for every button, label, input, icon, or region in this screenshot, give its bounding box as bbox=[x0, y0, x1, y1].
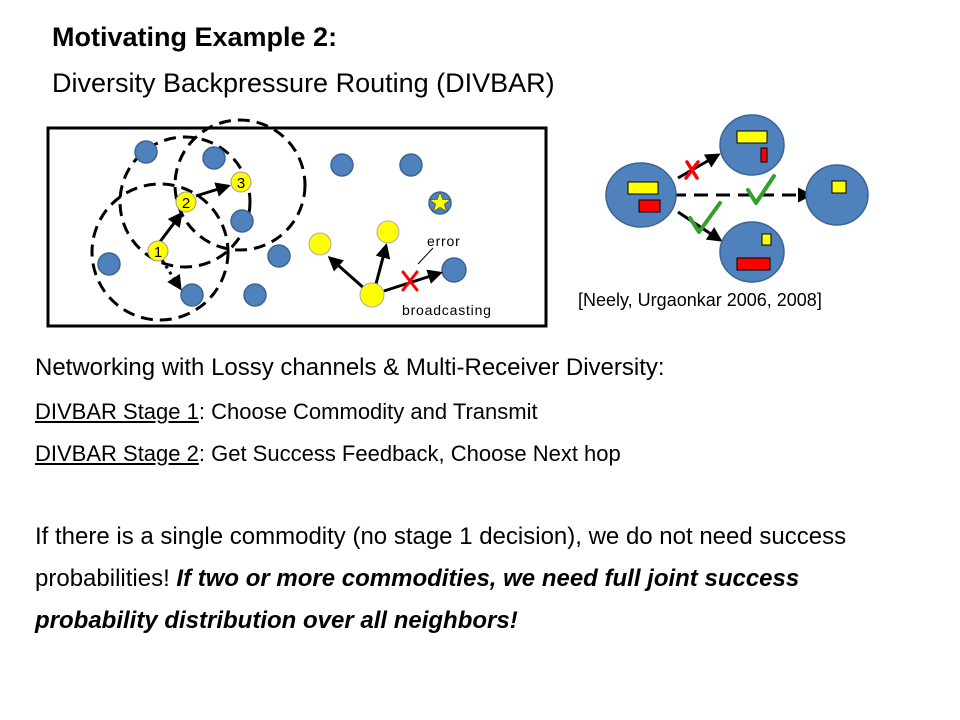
queue-commodity-b bbox=[736, 257, 771, 271]
network-node bbox=[267, 244, 291, 268]
range-circle-3 bbox=[173, 118, 307, 252]
broadcast-arrow bbox=[374, 243, 391, 285]
receiver-node-right bbox=[805, 164, 869, 226]
receiver-node bbox=[376, 220, 400, 244]
node-label: 3 bbox=[237, 175, 245, 192]
diagram-frame bbox=[46, 126, 548, 328]
check-icon bbox=[746, 174, 776, 205]
routing-diagrams: 1 2 3 error broadcasting bbox=[46, 114, 869, 328]
route-arrow bbox=[157, 211, 183, 244]
node-label: 2 bbox=[182, 195, 190, 212]
queue-commodity-a bbox=[736, 130, 768, 144]
conclusion-paragraph: If there is a single commodity (no stage… bbox=[35, 516, 915, 642]
transmit-arrow bbox=[677, 210, 723, 242]
paragraph-emphasis-text: If two or more commodities, we need full… bbox=[35, 565, 800, 634]
route-arrow bbox=[195, 182, 231, 198]
citation: [Neely, Urgaonkar 2006, 2008] bbox=[578, 290, 822, 310]
stage-1-line: DIVBAR Stage 1: Choose Commodity and Tra… bbox=[35, 399, 538, 425]
queue-commodity-a bbox=[627, 181, 659, 195]
queue-commodity-b bbox=[638, 199, 661, 213]
stage-2-text: : Get Success Feedback, Choose Next hop bbox=[198, 441, 621, 466]
network-node bbox=[243, 283, 267, 307]
broadcast-arrow bbox=[327, 256, 367, 292]
broadcasting-label: broadcasting bbox=[402, 302, 492, 318]
stage-2-label: DIVBAR Stage 2 bbox=[35, 441, 199, 466]
error-x-icon bbox=[401, 270, 419, 292]
receiver-node-top bbox=[719, 114, 785, 176]
queue-commodity-b bbox=[760, 147, 768, 163]
left-network-diagram: 1 2 3 error broadcasting bbox=[46, 118, 548, 328]
error-label: error bbox=[427, 233, 461, 249]
range-circle-1 bbox=[90, 182, 230, 322]
error-x-icon bbox=[684, 160, 700, 180]
transmit-arrow bbox=[677, 153, 721, 180]
network-node bbox=[441, 257, 467, 283]
receiver-node-bottom bbox=[719, 221, 785, 283]
network-node bbox=[180, 283, 204, 307]
star-icon bbox=[428, 190, 452, 213]
network-node bbox=[330, 153, 354, 177]
stage-1-text: : Choose Commodity and Transmit bbox=[198, 399, 538, 424]
numbered-node-3: 3 bbox=[230, 171, 252, 193]
queue-commodity-a bbox=[831, 180, 847, 194]
right-queue-diagram bbox=[605, 114, 869, 283]
receiver-node bbox=[308, 232, 332, 256]
source-node bbox=[605, 162, 677, 228]
node-label: 1 bbox=[154, 244, 162, 261]
check-icon bbox=[688, 201, 722, 234]
queue-commodity-a bbox=[761, 233, 772, 246]
network-node bbox=[230, 209, 254, 233]
stage-2-line: DIVBAR Stage 2: Get Success Feedback, Ch… bbox=[35, 441, 621, 467]
numbered-node-2: 2 bbox=[175, 191, 197, 213]
network-node bbox=[202, 146, 226, 170]
paragraph-normal-text: If there is a single commodity (no stage… bbox=[35, 523, 847, 592]
dotted-route-arrow bbox=[160, 259, 182, 291]
network-node bbox=[97, 252, 121, 276]
range-circle-2 bbox=[118, 135, 252, 269]
numbered-node-1: 1 bbox=[147, 240, 169, 262]
slide-title: Motivating Example 2: bbox=[52, 22, 338, 52]
network-node bbox=[399, 153, 423, 177]
section-heading: Networking with Lossy channels & Multi-R… bbox=[35, 354, 665, 381]
slide-subtitle: Diversity Backpressure Routing (DIVBAR) bbox=[52, 68, 555, 98]
network-node bbox=[134, 140, 158, 164]
error-callout-line bbox=[417, 247, 434, 265]
stage-1-label: DIVBAR Stage 1 bbox=[35, 399, 199, 424]
broadcasting-node bbox=[359, 282, 385, 308]
